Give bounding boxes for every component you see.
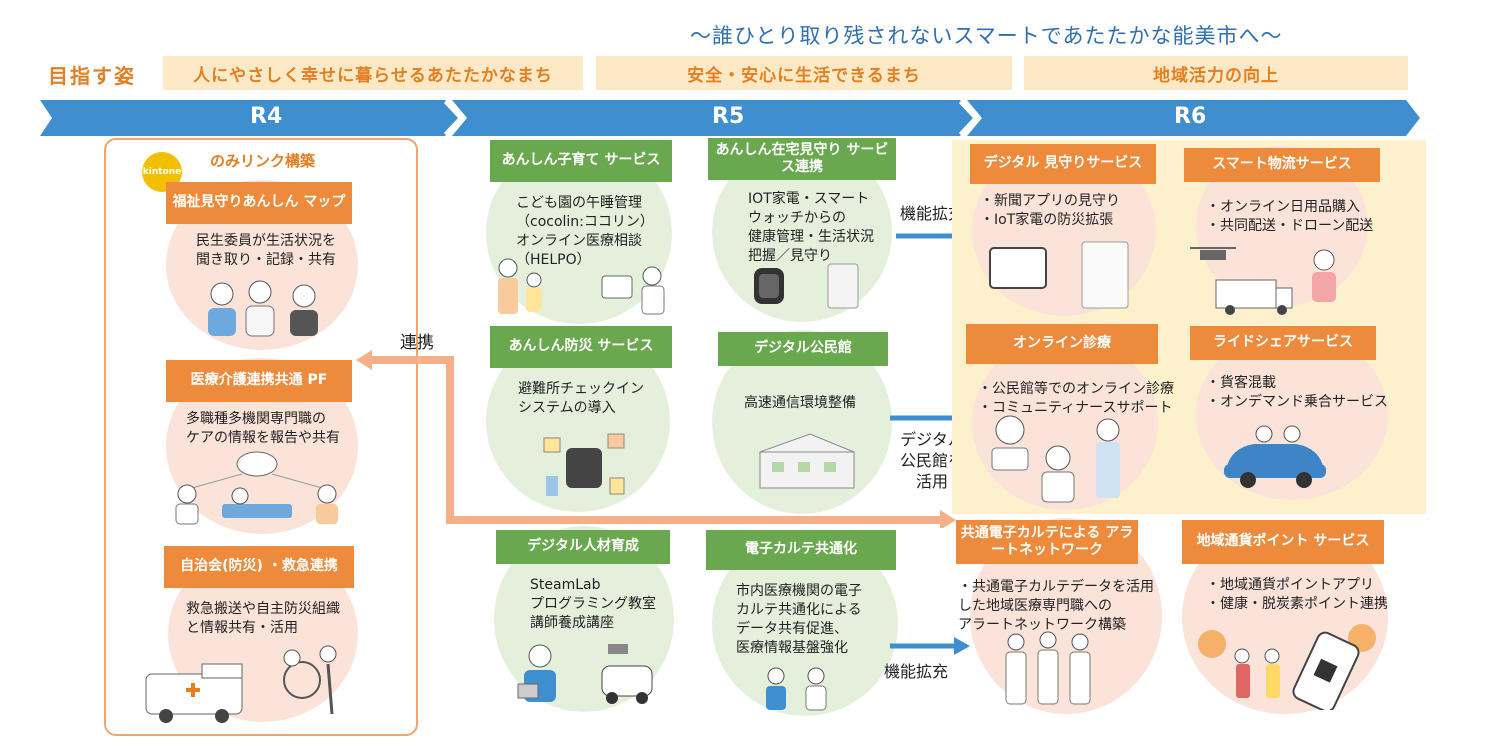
community-hall-icon bbox=[759, 433, 855, 489]
care-network-icon bbox=[175, 451, 338, 525]
timeline-arrow bbox=[40, 100, 1420, 136]
r4-title-2: 医療介護連携共通 PF bbox=[166, 360, 352, 402]
medical-staff-icon bbox=[1005, 631, 1091, 705]
point-app-icon bbox=[1198, 624, 1376, 710]
smartwatch-iot-icon bbox=[754, 263, 859, 309]
online-clinic-icon bbox=[991, 415, 1120, 503]
r4-frame bbox=[104, 138, 418, 736]
goal-label: 目指す姿 bbox=[48, 64, 136, 88]
r5-title-5: デジタル人材育成 bbox=[496, 530, 670, 564]
tablet-iot-icon bbox=[989, 241, 1129, 309]
ambulance-icon bbox=[145, 645, 337, 723]
r5-title-3: あんしん防災 サービス bbox=[490, 326, 672, 368]
r4-title-1: 福祉見守りあんしん マップ bbox=[166, 182, 352, 224]
r5-desc-2: IOT家電・スマート ウォッチからの 健康管理・生活状況 把握／見守り bbox=[748, 191, 874, 264]
kominkan-label: デジタル 公民館を 活用 bbox=[900, 430, 965, 491]
r5-desc-6: 市内医療機関の電子 カルテ共通化による データ共有促進、 医療情報基盤強化 bbox=[736, 583, 862, 656]
programming-robot-icon bbox=[517, 644, 653, 704]
r6-desc-5: ・共通電子カルテデータを活用 した地域医療専門職への アラートネットワーク構築 bbox=[958, 579, 1154, 633]
drone-delivery-icon bbox=[1190, 247, 1336, 315]
year-r4: R4 bbox=[250, 104, 283, 129]
r5-title-2: あんしん在宅見守り サービス連携 bbox=[708, 138, 896, 180]
r5-desc-3: 避難所チェックイン システムの導入 bbox=[518, 381, 644, 416]
r4-desc-2: 多職種多機関専門職の ケアの情報を報告や共有 bbox=[186, 411, 340, 446]
r6-desc-2: ・オンライン日用品購入 ・共同配送・ドローン配送 bbox=[1206, 199, 1374, 234]
rideshare-car-icon bbox=[1224, 425, 1326, 488]
r4-heading: のみリンク構築 bbox=[210, 152, 316, 170]
r6-title-4: ライドシェアサービス bbox=[1190, 326, 1376, 360]
r4-desc-3: 救急搬送や自主防災組織 と情報共有・活用 bbox=[186, 601, 340, 636]
slogan: ～誰ひとり取り残されないスマートであたたかな能美市へ～ bbox=[690, 24, 1283, 48]
r6-title-5: 共通電子カルテによる アラートネットワーク bbox=[956, 520, 1138, 564]
year-r5: R5 bbox=[712, 104, 745, 129]
elderly-people-icon bbox=[208, 280, 318, 337]
r5-title-4: デジタル公民館 bbox=[718, 332, 888, 366]
r5-desc-4: 高速通信環境整備 bbox=[744, 395, 856, 411]
r5-desc-5: SteamLab プログラミング教室 講師養成講座 bbox=[530, 577, 656, 631]
childcare-icon bbox=[498, 258, 665, 315]
r6-title-6: 地域通貨ポイント サービス bbox=[1182, 520, 1384, 564]
r6-desc-3: ・公民館等でのオンライン診療 ・コミュニティナースサポート bbox=[978, 381, 1174, 416]
doctor-patient-icon bbox=[766, 667, 827, 711]
r6-title-2: スマート物流サービス bbox=[1184, 148, 1380, 182]
r6-desc-6: ・地域通貨ポイントアプリ ・健康・脱炭素ポイント連携 bbox=[1206, 577, 1388, 612]
r5-title-1: あんしん子育て サービス bbox=[490, 140, 672, 182]
link-arrow bbox=[356, 350, 956, 528]
expand-label-1: 機能拡充 bbox=[900, 204, 965, 223]
link-label: 連携 bbox=[400, 333, 434, 353]
expand-arrow-2 bbox=[890, 637, 970, 655]
r6-title-3: オンライン診療 bbox=[966, 324, 1158, 364]
goal-3: 地域活力の向上 bbox=[1024, 56, 1408, 90]
r4-title-3: 自治会(防災) ・救急連携 bbox=[164, 546, 354, 588]
r6-desc-4: ・貨客混載 ・オンデマンド乗合サービス bbox=[1206, 375, 1388, 410]
r4-desc-1: 民生委員が生活状況を 聞き取り・記録・共有 bbox=[196, 233, 336, 268]
year-r6: R6 bbox=[1174, 104, 1207, 129]
r6-title-1: デジタル 見守りサービス bbox=[970, 144, 1156, 184]
r6-desc-1: ・新聞アプリの見守り ・IoT家電の防災拡張 bbox=[980, 193, 1120, 228]
r5-desc-1: こども園の午睡管理 （cocolin:ココリン） オンライン医療相談 （HELP… bbox=[516, 195, 654, 268]
expand-label-2: 機能拡充 bbox=[884, 662, 949, 681]
disaster-supplies-icon bbox=[543, 433, 625, 496]
goal-2: 安全・安心に生活できるまち bbox=[596, 56, 1012, 90]
r5-title-6: 電子カルテ共通化 bbox=[706, 530, 896, 570]
goal-1: 人にやさしく幸せに暮らせるあたたかなまち bbox=[163, 56, 583, 90]
